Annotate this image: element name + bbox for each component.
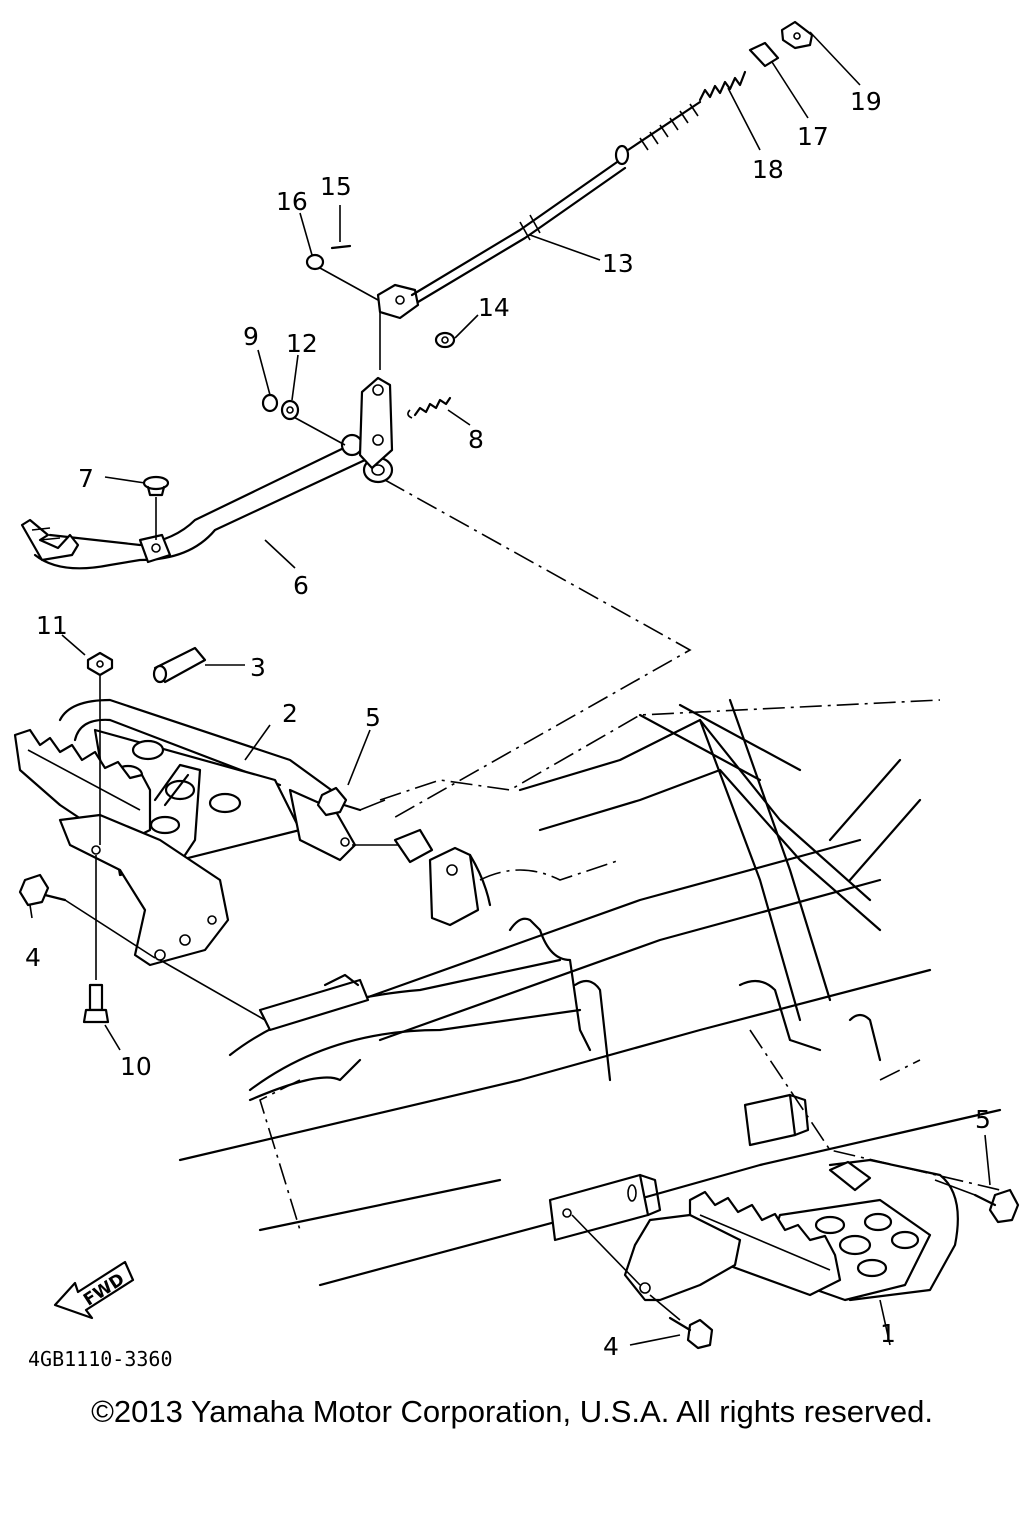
right-footrest xyxy=(571,1158,1020,1350)
copyright-notice: ©2013 Yamaha Motor Corporation, U.S.A. A… xyxy=(91,1394,933,1429)
callout-5-left: 5 xyxy=(365,703,381,732)
callout-18: 18 xyxy=(752,155,784,184)
callout-14: 14 xyxy=(478,293,510,322)
callout-8: 8 xyxy=(468,425,484,454)
rod-adjuster-parts xyxy=(698,20,814,102)
brake-pedal xyxy=(20,376,394,570)
callout-5-right: 5 xyxy=(975,1105,991,1134)
left-footrest xyxy=(13,646,434,1024)
callout-19: 19 xyxy=(850,87,882,116)
callout-10: 10 xyxy=(120,1052,152,1081)
construction-lines xyxy=(259,479,1001,1231)
callout-17: 17 xyxy=(797,122,829,151)
callout-6: 6 xyxy=(293,571,309,600)
drawing-code: 4GB1110-3360 xyxy=(28,1347,173,1371)
callout-15: 15 xyxy=(320,172,352,201)
callout-12: 12 xyxy=(286,329,318,358)
callout-3: 3 xyxy=(250,653,266,682)
callout-2: 2 xyxy=(282,699,298,728)
callout-4-right: 4 xyxy=(603,1332,619,1361)
callout-4-left: 4 xyxy=(25,943,41,972)
callout-16: 16 xyxy=(276,187,308,216)
callout-7: 7 xyxy=(78,464,94,493)
callout-labels: 1 2 3 4 4 5 5 6 7 8 9 10 11 12 13 14 15 … xyxy=(25,87,991,1361)
frame xyxy=(178,698,1002,1287)
forward-arrow: FWD xyxy=(53,1260,135,1320)
callout-9: 9 xyxy=(243,322,259,351)
small-parts-upper xyxy=(142,393,452,540)
brake-rod xyxy=(305,100,702,370)
callout-leaders xyxy=(29,31,991,1346)
callout-1: 1 xyxy=(880,1319,896,1348)
callout-13: 13 xyxy=(602,249,634,278)
callout-11: 11 xyxy=(36,611,68,640)
